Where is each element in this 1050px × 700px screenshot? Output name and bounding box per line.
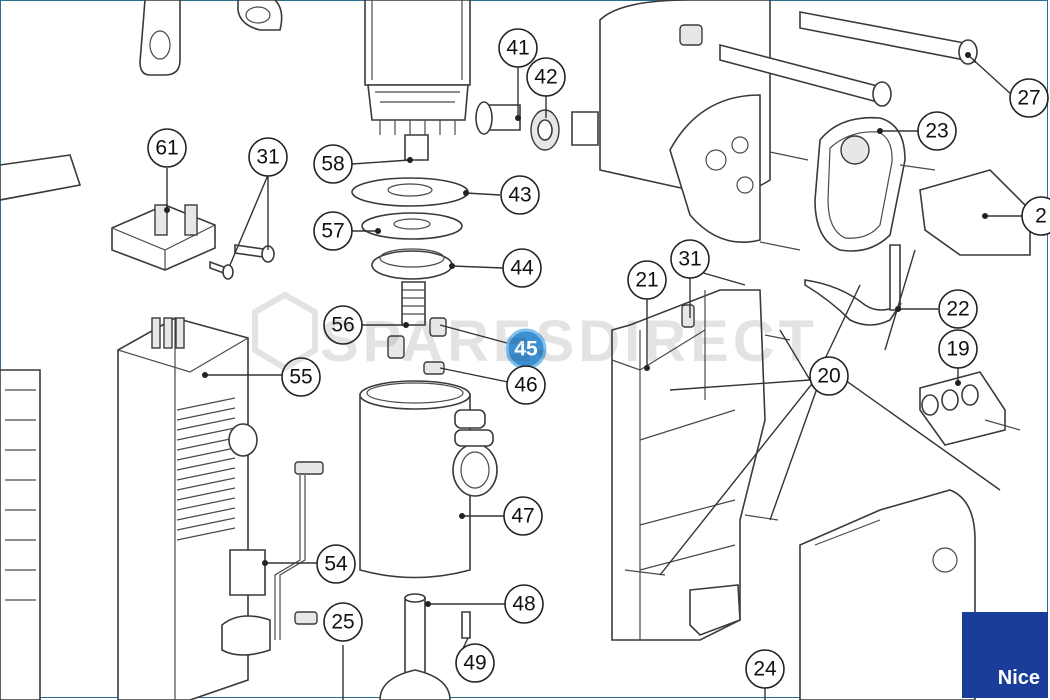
callout-44[interactable]: 44 [502,248,542,288]
callout-25-label: 25 [331,611,354,634]
callout-49[interactable]: 49 [455,643,495,683]
leader-dots [164,52,988,607]
callout-48[interactable]: 48 [504,584,544,624]
callout-25[interactable]: 25 [323,602,363,642]
callout-46[interactable]: 46 [506,365,546,405]
bearing-parts [475,101,599,151]
watermark: SPARESDIRECT [250,290,814,390]
callout-47-label: 47 [511,505,534,528]
callout-20[interactable]: 20 [809,356,849,396]
gearbox-top-right [599,0,1031,256]
brand-logo-text: Nice [997,667,1040,689]
watermark-hexagon-icon [252,291,318,372]
callout-56-label: 56 [331,314,354,337]
arc-22 [804,244,903,326]
callout-43-label: 43 [508,184,531,207]
callout-57[interactable]: 57 [313,211,353,251]
callout-22[interactable]: 22 [938,289,978,329]
screws-31-left [209,244,275,280]
watermark-text: SPARESDIRECT [320,309,819,374]
callout-55-label: 55 [289,366,312,389]
callout-61[interactable]: 61 [147,128,187,168]
callout-41-label: 41 [506,37,529,60]
gear-stack [351,177,469,375]
callout-23[interactable]: 23 [917,111,957,151]
housing-21 [611,289,791,641]
callout-21-label: 21 [635,269,658,292]
part-61 [111,204,216,271]
callout-47[interactable]: 47 [503,496,543,536]
callout-42[interactable]: 42 [526,57,566,97]
callout-23-label: 23 [925,120,948,143]
callout-48-label: 48 [512,593,535,616]
callout-24[interactable]: 24 [745,649,785,689]
callout-2-partial[interactable]: 2 [1021,196,1050,236]
callout-24-label: 24 [753,658,777,681]
callout-31-right[interactable]: 31 [670,239,710,279]
callout-54[interactable]: 54 [316,544,356,584]
callout-57-label: 57 [321,220,344,243]
cylinder-housing [359,380,498,579]
callout-61-label: 61 [155,137,178,160]
callout-46-label: 46 [514,374,537,397]
callout-43[interactable]: 43 [500,175,540,215]
callout-19[interactable]: 19 [938,329,978,369]
callout-22-label: 22 [946,298,969,321]
callout-41[interactable]: 41 [498,28,538,68]
callout-56[interactable]: 56 [323,305,363,345]
callout-19-label: 19 [946,338,969,361]
callout-58-label: 58 [321,153,344,176]
connector-19 [919,371,1021,446]
callout-27-label: 27 [1017,87,1040,110]
callout-45-label: 45 [514,338,538,361]
callout-31-left[interactable]: 31 [248,137,288,177]
callout-58[interactable]: 58 [313,144,353,184]
housing-55 [117,317,271,700]
callout-49-label: 49 [463,652,486,675]
callout-27[interactable]: 27 [1009,78,1049,118]
motor-assembly [364,0,471,161]
callout-2-label: 2 [1035,205,1047,228]
callout-31-left-label: 31 [256,146,279,169]
panel-24 [799,489,976,700]
wire-54 [274,461,324,640]
callout-21[interactable]: 21 [627,260,667,300]
shaft-48 [379,593,471,700]
leader-lines [166,54,1022,700]
callout-54-label: 54 [324,553,348,576]
callout-20-label: 20 [817,365,840,388]
panel-left-edge [0,154,82,700]
callout-55[interactable]: 55 [281,357,321,397]
brand-logo: Nice [962,612,1048,698]
callout-42-label: 42 [534,66,557,89]
callout-44-label: 44 [510,257,534,280]
bracket-top-left [139,0,283,76]
callout-31-right-label: 31 [678,248,701,271]
